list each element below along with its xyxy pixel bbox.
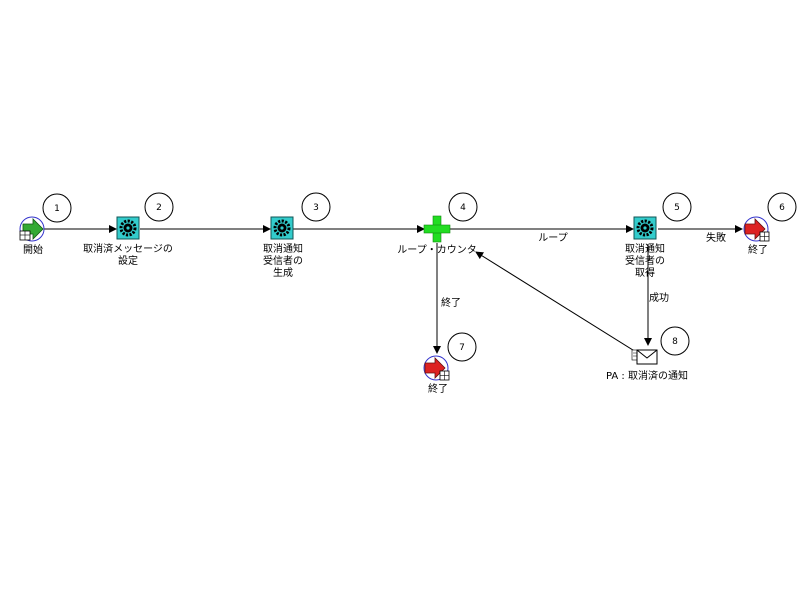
gear-icon — [116, 216, 140, 240]
edge-8-4 — [475, 251, 637, 353]
node-start-label: 開始 — [23, 243, 43, 256]
badge-2: 2 — [144, 192, 174, 222]
node-create-recipients[interactable]: 取消通知 受信者の 生成 — [263, 216, 303, 279]
node-get-recipients-label-line1: 取消通知 — [625, 242, 665, 255]
node-create-recipients-label-line3: 生成 — [273, 266, 293, 279]
node-end-fail[interactable]: 終了 — [743, 216, 770, 256]
node-get-recipients[interactable]: 取消通知 受信者の 取得 — [625, 216, 665, 279]
badge-5: 5 — [662, 192, 692, 222]
node-end-loop[interactable]: 終了 — [423, 355, 450, 395]
node-notify-cancelled[interactable]: PA : 取消済の通知 — [606, 349, 688, 382]
svg-text:7: 7 — [459, 343, 465, 353]
svg-text:5: 5 — [674, 203, 680, 213]
svg-text:6: 6 — [779, 203, 785, 213]
node-start[interactable]: 開始 — [19, 216, 45, 256]
badge-1: 1 — [42, 193, 72, 223]
svg-text:4: 4 — [460, 203, 466, 213]
badge-8: 8 — [660, 326, 690, 356]
node-set-message-label-line2: 設定 — [118, 254, 138, 267]
edge-label-loop: ループ — [538, 232, 567, 244]
node-notify-cancelled-label: PA : 取消済の通知 — [606, 369, 688, 382]
gear-icon — [270, 216, 294, 240]
badge-6: 6 — [767, 192, 797, 222]
badge-4: 4 — [448, 192, 478, 222]
envelope-icon — [631, 349, 658, 365]
node-loop-counter[interactable]: ループ・カウンタ — [397, 215, 477, 256]
svg-text:1: 1 — [54, 204, 60, 214]
svg-text:3: 3 — [313, 203, 319, 213]
node-end-loop-label: 終了 — [428, 382, 448, 395]
start-icon — [19, 216, 45, 242]
node-get-recipients-label-line2: 受信者の — [625, 255, 665, 267]
edge-label-success: 成功 — [649, 292, 669, 304]
node-end-fail-label: 終了 — [748, 243, 768, 256]
node-set-message-label-line1: 取消済メッセージの — [83, 242, 173, 255]
plus-icon — [423, 215, 451, 243]
edge-label-end: 終了 — [441, 296, 461, 309]
end-icon — [743, 216, 770, 242]
badge-7: 7 — [447, 332, 477, 362]
badge-3: 3 — [301, 192, 331, 222]
svg-text:2: 2 — [156, 203, 162, 213]
node-create-recipients-label-line2: 受信者の — [263, 255, 303, 267]
gear-icon — [633, 216, 657, 240]
node-create-recipients-label-line1: 取消通知 — [263, 242, 303, 255]
node-set-message[interactable]: 取消済メッセージの 設定 — [83, 216, 173, 267]
node-loop-counter-label: ループ・カウンタ — [397, 244, 476, 256]
end-icon — [423, 355, 450, 381]
edge-label-fail: 失敗 — [706, 231, 726, 244]
svg-text:8: 8 — [672, 337, 678, 347]
node-get-recipients-label-line3: 取得 — [635, 267, 655, 279]
